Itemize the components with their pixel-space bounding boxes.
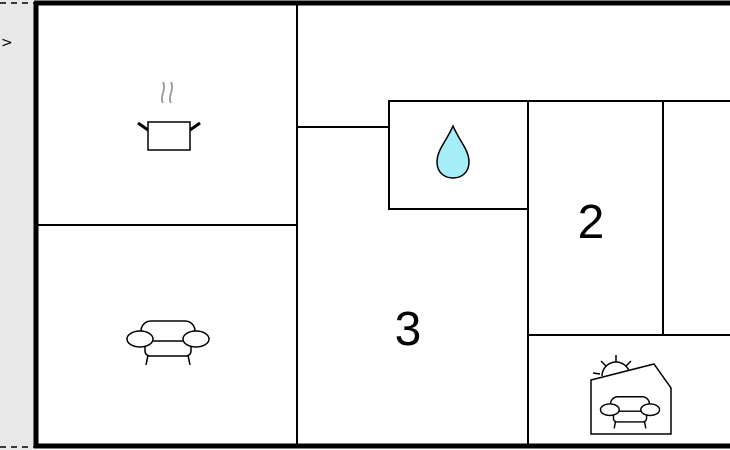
water-drop-icon [436,124,470,179]
interior-walls [36,3,730,446]
cooking-pot-icon [137,81,201,151]
entry-marker: > [1,35,13,51]
outside-strip [0,0,34,450]
sunroom-icon [590,355,672,435]
sofa-icon [126,320,210,366]
room-label-bedroom-3: 3 [395,303,422,356]
room-label-bedroom-2: 2 [578,196,605,249]
